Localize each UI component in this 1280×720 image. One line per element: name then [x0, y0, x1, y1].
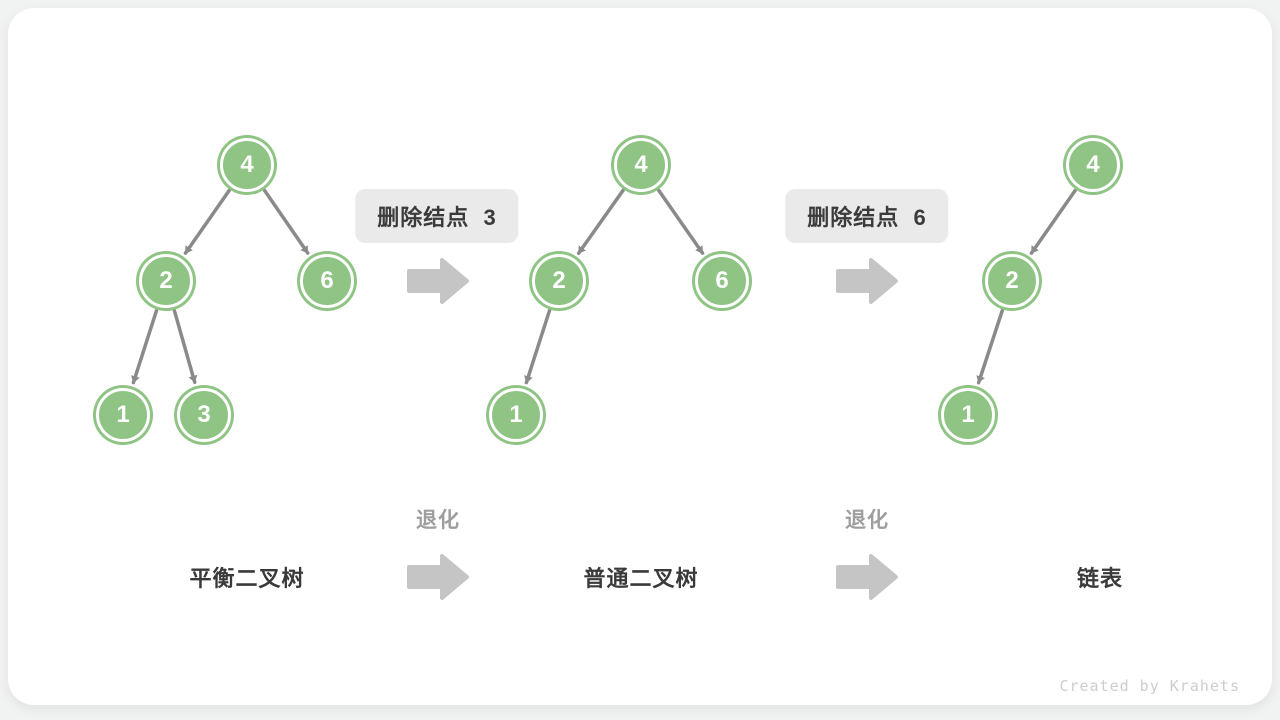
tree-node-3: 3 [177, 388, 231, 442]
tree-node-1: 1 [489, 388, 543, 442]
tree-node-4: 4 [614, 138, 668, 192]
tree-node-1: 1 [941, 388, 995, 442]
caption-linked-list: 链表 [1076, 566, 1124, 591]
tree-node-2: 2 [985, 254, 1039, 308]
tree-node-4: 4 [220, 138, 274, 192]
tree-node-2: 2 [139, 254, 193, 308]
tree-node-6: 6 [695, 254, 749, 308]
tree-node-1: 1 [96, 388, 150, 442]
step-label-delete-6: 删除结点 6 [785, 189, 949, 243]
caption-ordinary-binary-tree: 普通二叉树 [583, 566, 699, 591]
degrade-caption-2: 退化 [845, 509, 889, 532]
caption-balanced-binary-tree: 平衡二叉树 [189, 566, 305, 591]
diagram-card [8, 8, 1272, 705]
degrade-caption-1: 退化 [416, 509, 460, 532]
watermark-credit: Created by Krahets [1059, 677, 1240, 695]
tree-node-2: 2 [532, 254, 586, 308]
tree-node-4: 4 [1066, 138, 1120, 192]
step-label-delete-3: 删除结点 3 [355, 189, 519, 243]
tree-node-6: 6 [300, 254, 354, 308]
